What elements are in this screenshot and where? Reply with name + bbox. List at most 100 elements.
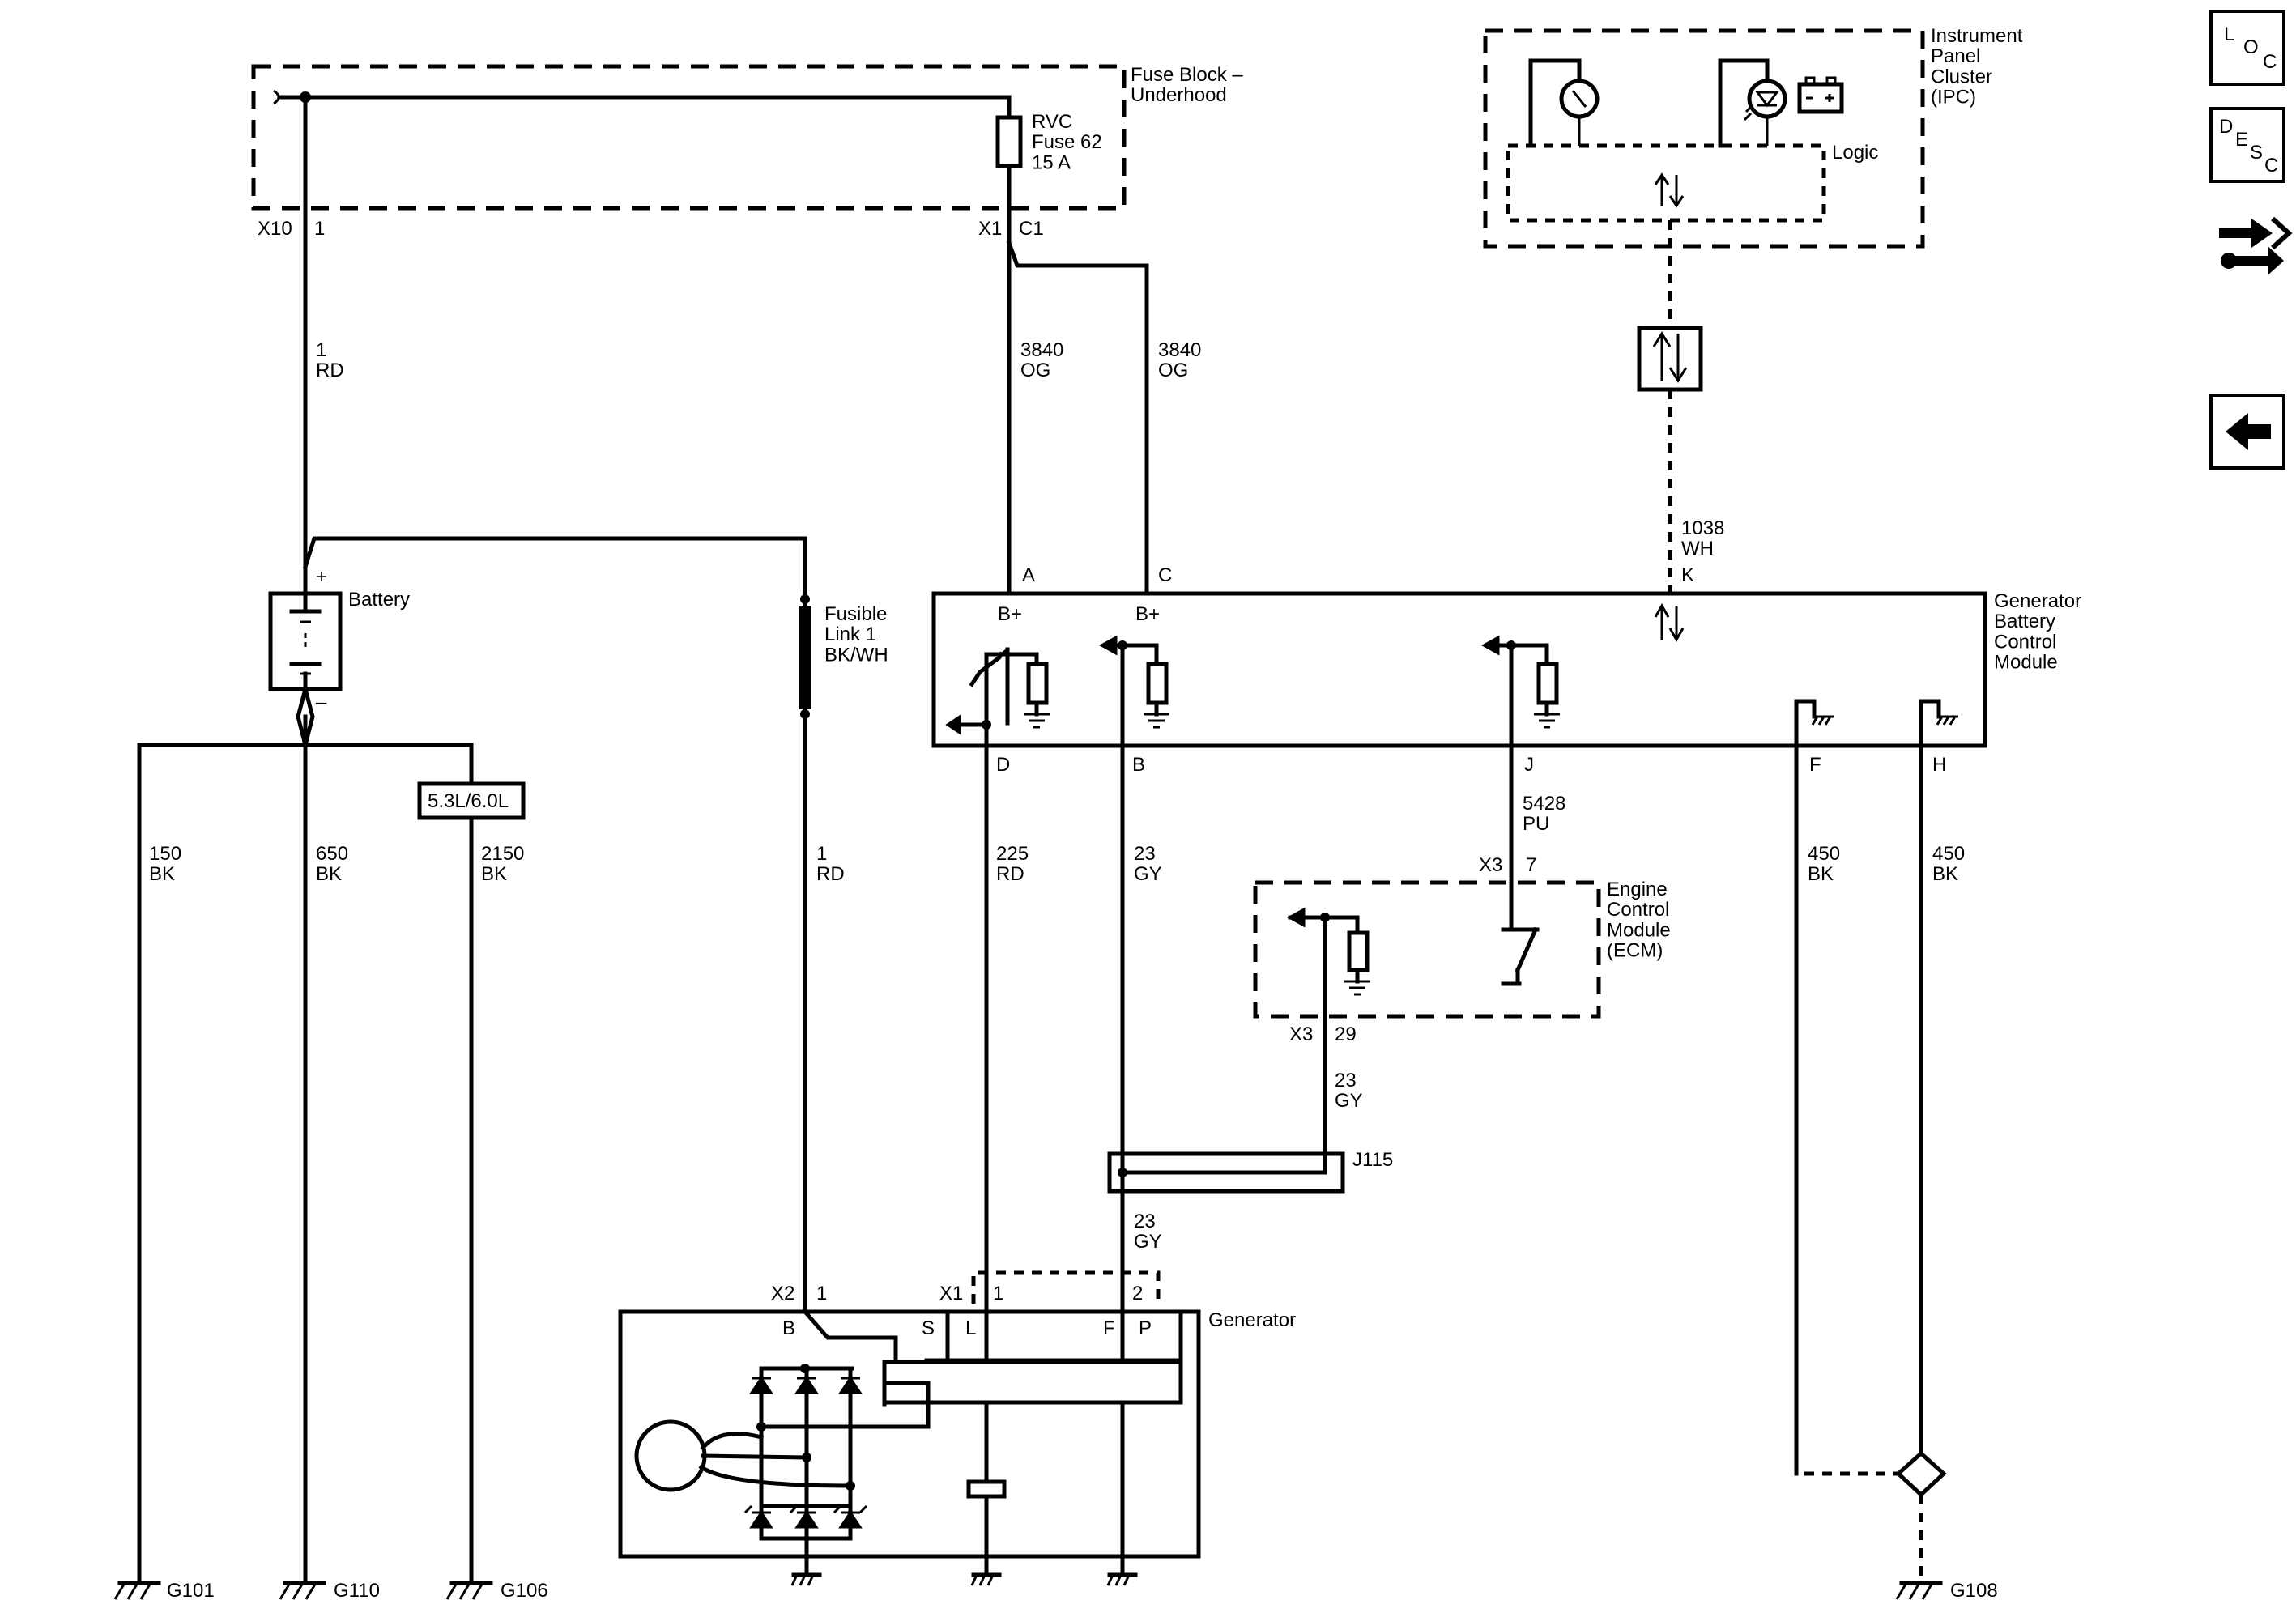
ground-g101 — [113, 1581, 161, 1600]
pullup-resistor-b — [1098, 635, 1169, 729]
ecm-connector-x3-bottom: X3 — [1289, 1023, 1313, 1045]
generator-pin-l: L — [965, 1317, 976, 1339]
battery[interactable] — [268, 536, 810, 691]
serial-data-symbol — [1637, 326, 1703, 392]
location-button[interactable]: L O C — [2209, 10, 2285, 86]
fusible-link-1[interactable] — [799, 597, 811, 1314]
connector-x10-pin: 1 — [314, 218, 325, 240]
ecm-pin-29: 29 — [1335, 1023, 1357, 1045]
battery-label: Battery — [348, 589, 410, 611]
battery-minus: – — [316, 691, 327, 713]
description-button-d: D — [2219, 116, 2233, 138]
ground-g108-label: G108 — [1950, 1580, 1998, 1602]
pin-k: K — [1681, 564, 1694, 586]
splice-j115-label: J115 — [1352, 1149, 1393, 1171]
connector-x10: X10 — [258, 218, 292, 240]
generator-pin-p: P — [1139, 1317, 1152, 1339]
internal-ground-f — [1794, 699, 1834, 748]
pin-j: J — [1524, 754, 1534, 776]
description-button-s: S — [2250, 142, 2263, 164]
ipc-logic-label: Logic — [1832, 142, 1878, 164]
data-arrows-icon — [1654, 172, 1685, 208]
ground-g110 — [279, 1581, 326, 1600]
generator-pin-f: F — [1103, 1317, 1115, 1339]
ground-g108-connector — [1895, 1450, 1947, 1498]
pin-c: C — [1158, 564, 1172, 586]
location-button-l: L — [2224, 23, 2234, 45]
wire-150-bk[interactable] — [137, 743, 308, 1585]
location-button-o: O — [2243, 36, 2259, 58]
generator-connector-x1: X1 — [939, 1283, 963, 1304]
connector-x1-pin: C1 — [1019, 218, 1044, 240]
generator-pin-s: S — [922, 1317, 935, 1339]
back-button[interactable] — [2209, 394, 2285, 470]
generator-pin-b: B — [782, 1317, 795, 1339]
back-arrow-icon — [2226, 413, 2271, 450]
battery-negative-branch — [296, 686, 315, 748]
ground-g108 — [1895, 1581, 1943, 1600]
battery-lamp-icon — [1797, 76, 1844, 114]
internal-ground-h — [1919, 699, 1958, 748]
generator-ground-3 — [1106, 1572, 1138, 1586]
generator-pin-1: 1 — [993, 1283, 1003, 1304]
fuse-62[interactable] — [995, 95, 1023, 211]
battery-plus: + — [316, 566, 327, 588]
pin-a-bplus: B+ — [998, 603, 1022, 625]
wire-2150-bk[interactable] — [303, 743, 474, 786]
pin-h: H — [1932, 754, 1946, 776]
pin-d: D — [996, 754, 1010, 776]
generator-pin-2: 2 — [1132, 1283, 1143, 1304]
switch-resistor-d — [945, 647, 1050, 735]
generator-ground-2 — [970, 1572, 1002, 1586]
engine-option-box: 5.3L/6.0L — [417, 781, 526, 820]
generator-connector-x2-pin: 1 — [816, 1283, 827, 1304]
ground-g106-label: G106 — [501, 1580, 548, 1602]
ground-g101-label: G101 — [167, 1580, 215, 1602]
pullup-resistor-j — [1480, 635, 1560, 729]
engine-option-label: 5.3L/6.0L — [428, 790, 509, 812]
ground-g110-label: G110 — [334, 1580, 380, 1602]
splice-j115[interactable] — [1107, 1151, 1345, 1194]
pin-f: F — [1809, 754, 1821, 776]
pin-b: B — [1132, 754, 1145, 776]
description-button-c: C — [2264, 155, 2278, 177]
description-button[interactable]: D E S C — [2209, 107, 2285, 183]
ground-g106 — [445, 1581, 493, 1600]
generator-ground-1 — [790, 1572, 822, 1586]
fuse-block-label: Fuse Block –Underhood — [1131, 64, 1243, 106]
ecm-connector-x3-top: X3 — [1479, 854, 1502, 876]
generator-connector-x2: X2 — [771, 1283, 794, 1304]
ground-g108-path-f — [1794, 1393, 1898, 1476]
data-arrows-icon — [1654, 602, 1685, 643]
wire-3840-og-c[interactable] — [1006, 240, 1149, 596]
connector-repair-icon[interactable] — [2219, 216, 2293, 275]
ecm-pin-7: 7 — [1526, 854, 1536, 876]
pin-c-bplus: B+ — [1135, 603, 1160, 625]
connector-x1: X1 — [978, 218, 1002, 240]
location-button-c: C — [2263, 51, 2277, 73]
